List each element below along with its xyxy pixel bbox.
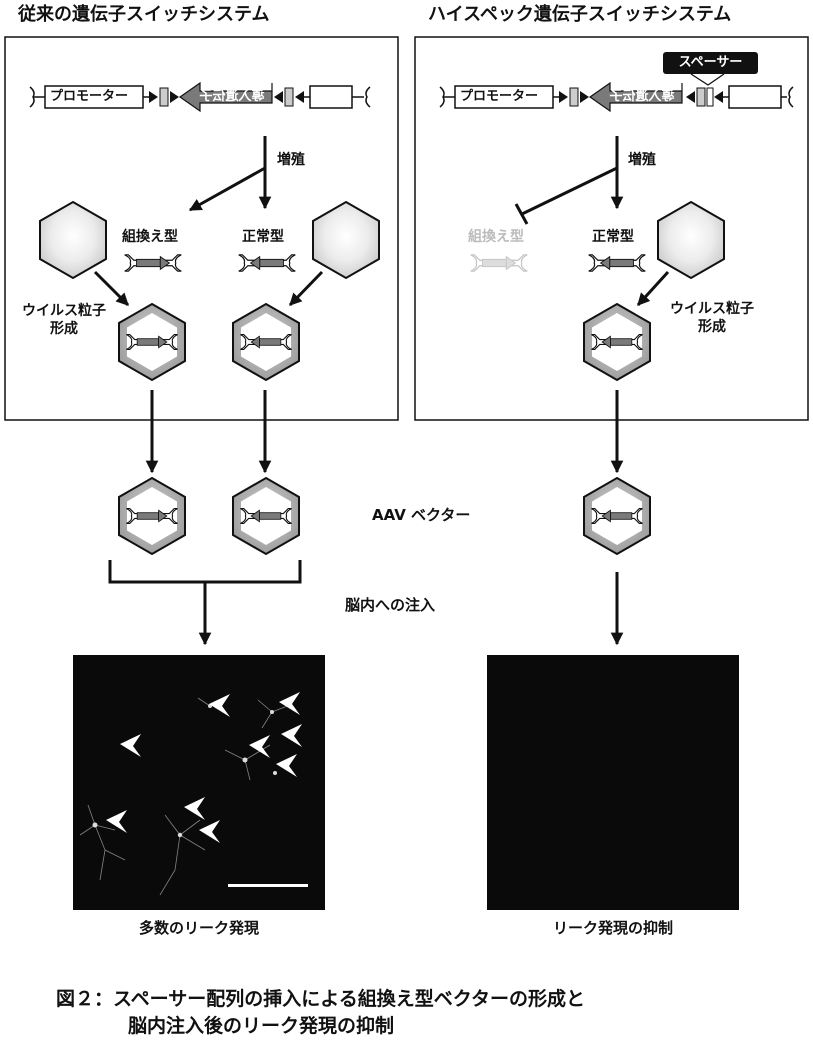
left-construct [29, 81, 371, 113]
normal-label-left: 正常型 [242, 229, 284, 245]
aav-vector-label: AAV ベクター [372, 506, 471, 524]
scale-bar [228, 884, 308, 887]
result-label-left: 多数のリーク発現 [138, 919, 259, 937]
proliferation-label-left: 増殖 [277, 152, 305, 168]
virus-particle-label-right: ウイルス粒子 形成 [670, 301, 754, 336]
arrowhead-markers [106, 692, 302, 843]
promoter-label-left: プロモーター [50, 89, 129, 104]
high-spec-panel-box [414, 36, 809, 421]
microscopy-right [487, 655, 739, 910]
right-flow [470, 136, 725, 380]
spacer-label: スペーサー [678, 55, 743, 70]
aav-vector-recombinant [119, 478, 185, 554]
recombinant-label-right: 組換え型 [468, 229, 524, 245]
spacer-label-box [663, 52, 758, 74]
conventional-panel-box [4, 36, 399, 421]
aav-vector-normal-left [233, 478, 299, 554]
combine-bracket [108, 560, 302, 584]
promoter-label-right: プロモーター [460, 89, 539, 104]
right-construct [439, 52, 794, 113]
aav-vector-normal-right [584, 478, 650, 554]
high-spec-title: ハイスペック遺伝子スイッチシステム [428, 4, 732, 25]
virus-particle-label-left: ウイルス粒子 形成 [22, 303, 106, 338]
left-flow [39, 136, 380, 380]
proliferation-label-right: 増殖 [628, 152, 656, 168]
figure-caption-line1: 図２：スペーサー配列の挿入による組換え型ベクターの形成と [56, 988, 585, 1010]
recombinant-label-left: 組換え型 [122, 229, 178, 245]
insert-gene-label-left: 導入遺伝子 [199, 89, 265, 104]
conventional-title: 従来の遺伝子スイッチシステム [18, 4, 270, 25]
insert-gene-label-right: 導入遺伝子 [609, 89, 675, 104]
result-label-right: リーク発現の抑制 [552, 919, 673, 937]
microscopy-left [73, 655, 325, 910]
injection-label: 脳内への注入 [345, 596, 436, 614]
normal-label-right: 正常型 [592, 229, 634, 245]
figure-caption-line2: 脳内注入後のリーク発現の抑制 [128, 1015, 395, 1037]
